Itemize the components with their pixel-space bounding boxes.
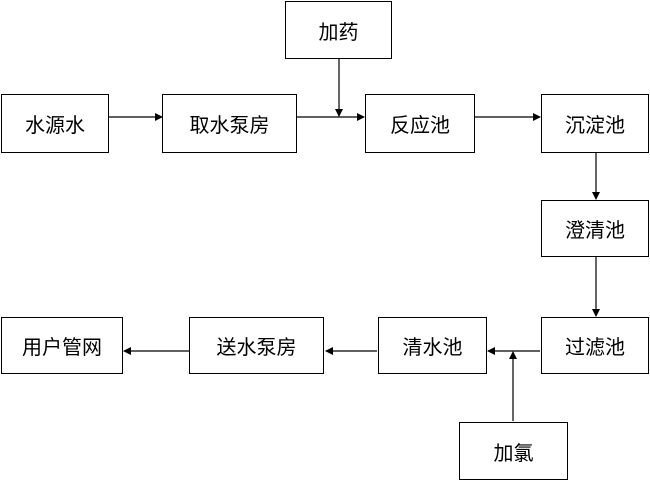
node-qushuibengfang: 取水泵房 xyxy=(162,94,297,153)
node-guolvchi: 过滤池 xyxy=(541,317,649,374)
node-yonghuguanwang: 用户管网 xyxy=(1,317,123,374)
node-chendianchi: 沉淀池 xyxy=(541,94,649,153)
node-shuiyuanshui: 水源水 xyxy=(1,94,109,153)
node-fanyingchi: 反应池 xyxy=(365,94,475,153)
node-songshuibengfang: 送水泵房 xyxy=(189,317,324,374)
node-qingshuichi: 清水池 xyxy=(378,317,487,374)
node-jialv: 加氯 xyxy=(459,422,568,480)
node-chengqingchi: 澄清池 xyxy=(541,200,649,257)
node-jiayao: 加药 xyxy=(285,1,392,59)
